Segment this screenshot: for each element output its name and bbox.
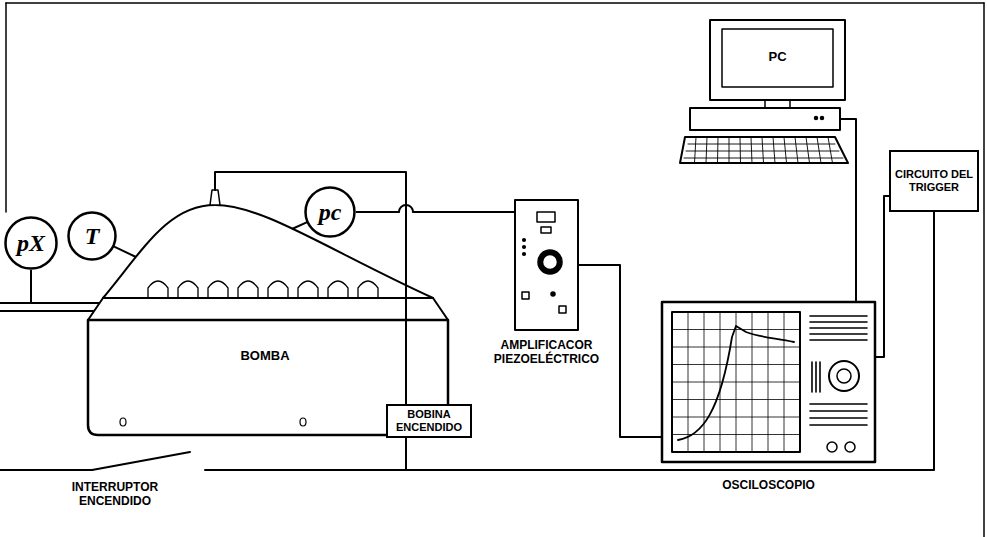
frame-line <box>983 3 985 537</box>
bomb-vessel: BOMBA <box>88 180 448 435</box>
oscilloscope-node: OSCILOSCOPIO <box>662 302 875 462</box>
pc-computer <box>680 20 848 163</box>
pipe-line <box>0 310 94 312</box>
pc-node: PC <box>680 15 850 165</box>
wire-connector <box>840 119 856 302</box>
gauge-symbol: T <box>85 223 100 249</box>
wire-connector <box>875 196 889 357</box>
wire-connector <box>31 270 100 303</box>
pressure-gauge: pc <box>304 186 356 238</box>
wire-connector <box>114 246 136 257</box>
gauge-symbol: pX <box>17 230 45 256</box>
trigger-circuit-box: CIRCUITO DEL TRIGGER <box>889 150 979 212</box>
node-label: PC <box>722 49 833 65</box>
frame-line <box>6 2 984 4</box>
ignition-coil-box: BOBINA ENCENDIDO <box>386 404 472 438</box>
pressure-gauge: pX <box>4 216 58 270</box>
amplifier-node: AMPLIFICACOR PIEZOELÉCTRICO <box>515 200 578 330</box>
bomb-body <box>88 180 448 435</box>
wire-connector <box>356 205 515 212</box>
node-label: AMPLIFICACOR PIEZOELÉCTRICO <box>484 338 609 366</box>
wire-connector <box>406 212 934 470</box>
frame-line <box>5 3 7 212</box>
switch-symbol <box>0 452 410 470</box>
wire-connector <box>292 222 307 229</box>
wire-connector <box>215 172 406 404</box>
amplifier-device <box>515 200 578 330</box>
node-label: BOMBA <box>88 348 442 363</box>
pipe-line <box>0 302 31 304</box>
gauge-symbol: pc <box>319 199 342 225</box>
node-label: BOBINA ENCENDIDO <box>388 408 470 434</box>
node-label: OSCILOSCOPIO <box>642 478 895 492</box>
oscilloscope-device <box>662 302 875 462</box>
spark-plug <box>210 190 220 205</box>
node-label: CIRCUITO DEL TRIGGER <box>891 168 977 194</box>
temperature-gauge: T <box>67 211 117 261</box>
switch-label: INTERRUPTOR ENCENDIDO <box>55 480 175 508</box>
